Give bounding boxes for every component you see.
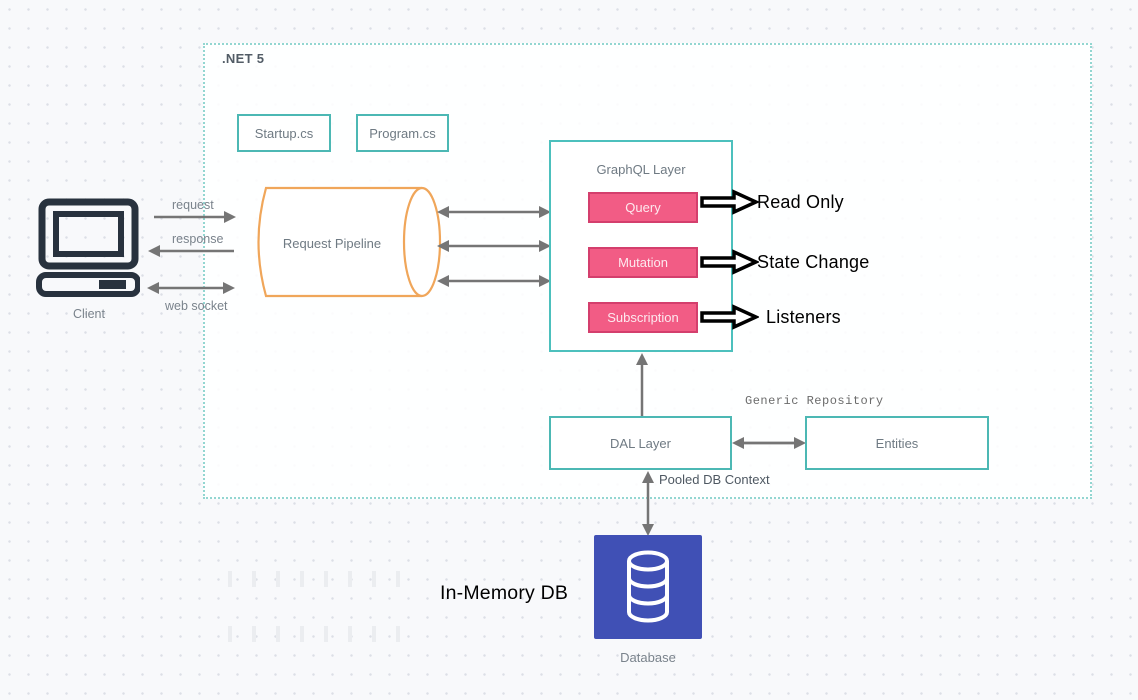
database-tile bbox=[594, 535, 702, 639]
request-arrow bbox=[154, 211, 236, 223]
request-label: request bbox=[172, 198, 214, 212]
read-only-annotation: Read Only bbox=[757, 192, 844, 212]
pooled-db-context-label: Pooled DB Context bbox=[659, 472, 770, 487]
dotnet-boundary-label: .NET 5 bbox=[222, 51, 265, 66]
computer-icon bbox=[36, 198, 140, 297]
in-memory-db-annotation: In-Memory DB bbox=[440, 582, 569, 604]
client-label: Client bbox=[73, 307, 105, 321]
dal-entities-arrow bbox=[732, 437, 806, 449]
mutation-box: Mutation bbox=[588, 247, 698, 278]
read-only-block-arrow bbox=[700, 189, 759, 215]
faint-tick-row bbox=[228, 571, 406, 587]
database-label: Database bbox=[620, 650, 676, 665]
state-change-annotation: State Change bbox=[757, 252, 870, 272]
request-pipeline-label: Request Pipeline bbox=[282, 236, 382, 251]
query-box: Query bbox=[588, 192, 698, 223]
state-change-block-arrow bbox=[700, 249, 759, 275]
pipeline-graphql-arrow-2 bbox=[437, 240, 551, 252]
entities-box: Entities bbox=[805, 416, 989, 470]
entities-label: Entities bbox=[875, 435, 919, 451]
subscription-box: Subscription bbox=[588, 302, 698, 333]
dal-graphql-arrow bbox=[636, 353, 648, 417]
pipeline-graphql-arrow-1 bbox=[437, 206, 551, 218]
request-pipeline-cylinder bbox=[257, 186, 442, 298]
listeners-annotation: Listeners bbox=[766, 307, 841, 327]
faint-tick-row bbox=[228, 626, 406, 642]
pipeline-graphql-arrow-3 bbox=[437, 275, 551, 287]
program-label: Program.cs bbox=[369, 125, 436, 141]
listeners-block-arrow bbox=[700, 304, 759, 330]
dal-layer-box: DAL Layer bbox=[549, 416, 732, 470]
web-socket-arrow bbox=[147, 282, 235, 294]
response-arrow bbox=[148, 245, 234, 257]
query-label: Query bbox=[625, 200, 661, 215]
database-cylinder-icon bbox=[627, 550, 669, 623]
program-box: Program.cs bbox=[356, 114, 449, 152]
mutation-label: Mutation bbox=[618, 255, 668, 270]
response-label: response bbox=[172, 232, 224, 246]
graphql-layer-title: GraphQL Layer bbox=[596, 162, 686, 177]
startup-label: Startup.cs bbox=[254, 125, 314, 141]
graphql-layer-box: GraphQL Layer Query Mutation Subscriptio… bbox=[549, 140, 733, 352]
web-socket-label: web socket bbox=[165, 299, 228, 313]
generic-repository-label: Generic Repository bbox=[745, 394, 884, 408]
subscription-label: Subscription bbox=[607, 310, 679, 325]
dal-layer-label: DAL Layer bbox=[610, 435, 671, 451]
dal-database-arrow bbox=[642, 471, 654, 536]
startup-box: Startup.cs bbox=[237, 114, 331, 152]
